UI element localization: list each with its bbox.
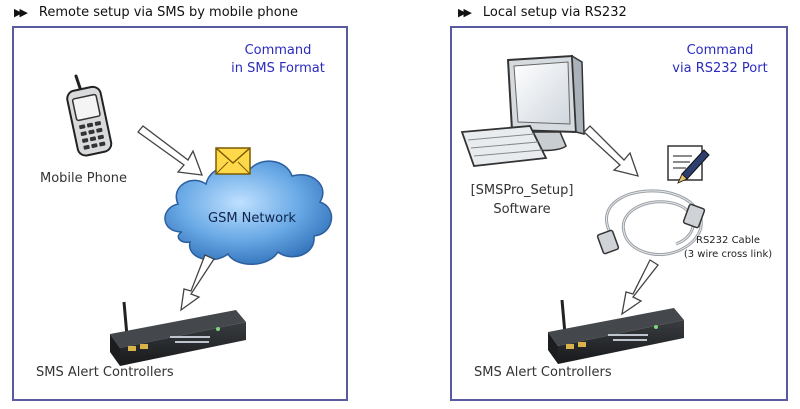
right-heading-text: Local setup via RS232 bbox=[482, 4, 627, 20]
double-arrow-icon: ▶▶ bbox=[458, 5, 472, 19]
document-edit-icon bbox=[667, 145, 710, 184]
left-command-line-2: in SMS Format bbox=[231, 61, 325, 76]
arrow-phone-to-network-icon bbox=[137, 125, 203, 176]
rs232-cable-icon bbox=[596, 189, 706, 256]
right-command-line-1: Command bbox=[686, 43, 754, 58]
left-command-caption: Command in SMS Format bbox=[218, 42, 338, 78]
right-command-caption: Command via RS232 Port bbox=[660, 42, 780, 78]
software-label: [SMSPro_Setup] Software bbox=[462, 181, 582, 219]
right-heading: ▶▶ Local setup via RS232 bbox=[458, 2, 627, 22]
left-command-line-1: Command bbox=[244, 43, 312, 58]
gsm-network-label: GSM Network bbox=[208, 211, 296, 226]
left-heading: ▶▶ Remote setup via SMS by mobile phone bbox=[14, 2, 298, 22]
computer-icon bbox=[460, 54, 585, 167]
double-arrow-icon: ▶▶ bbox=[14, 5, 28, 19]
sms-envelope-icon bbox=[215, 147, 251, 175]
right-controllers-label: SMS Alert Controllers bbox=[474, 365, 612, 380]
gsm-cloud-icon bbox=[164, 160, 333, 265]
arrow-computer-to-cable-icon bbox=[583, 125, 640, 177]
arrow-network-to-controller-icon bbox=[180, 254, 215, 312]
right-command-line-2: via RS232 Port bbox=[672, 61, 768, 76]
mobile-phone-icon bbox=[66, 74, 113, 157]
software-label-line-1: [SMSPro_Setup] bbox=[470, 183, 574, 198]
left-heading-text: Remote setup via SMS by mobile phone bbox=[38, 4, 298, 20]
cable-label-line-1: RS232 Cable bbox=[696, 235, 760, 246]
mobile-phone-label: Mobile Phone bbox=[40, 171, 128, 186]
cable-label-line-2: (3 wire cross link) bbox=[683, 249, 773, 260]
arrow-cable-to-controller-icon bbox=[621, 259, 659, 316]
rs232-cable-label: RS232 Cable (3 wire cross link) bbox=[668, 234, 788, 262]
sms-alert-controller-icon bbox=[110, 301, 246, 366]
software-label-line-2: Software bbox=[493, 202, 551, 217]
sms-alert-controller-icon bbox=[548, 299, 684, 364]
left-controllers-label: SMS Alert Controllers bbox=[36, 365, 174, 380]
